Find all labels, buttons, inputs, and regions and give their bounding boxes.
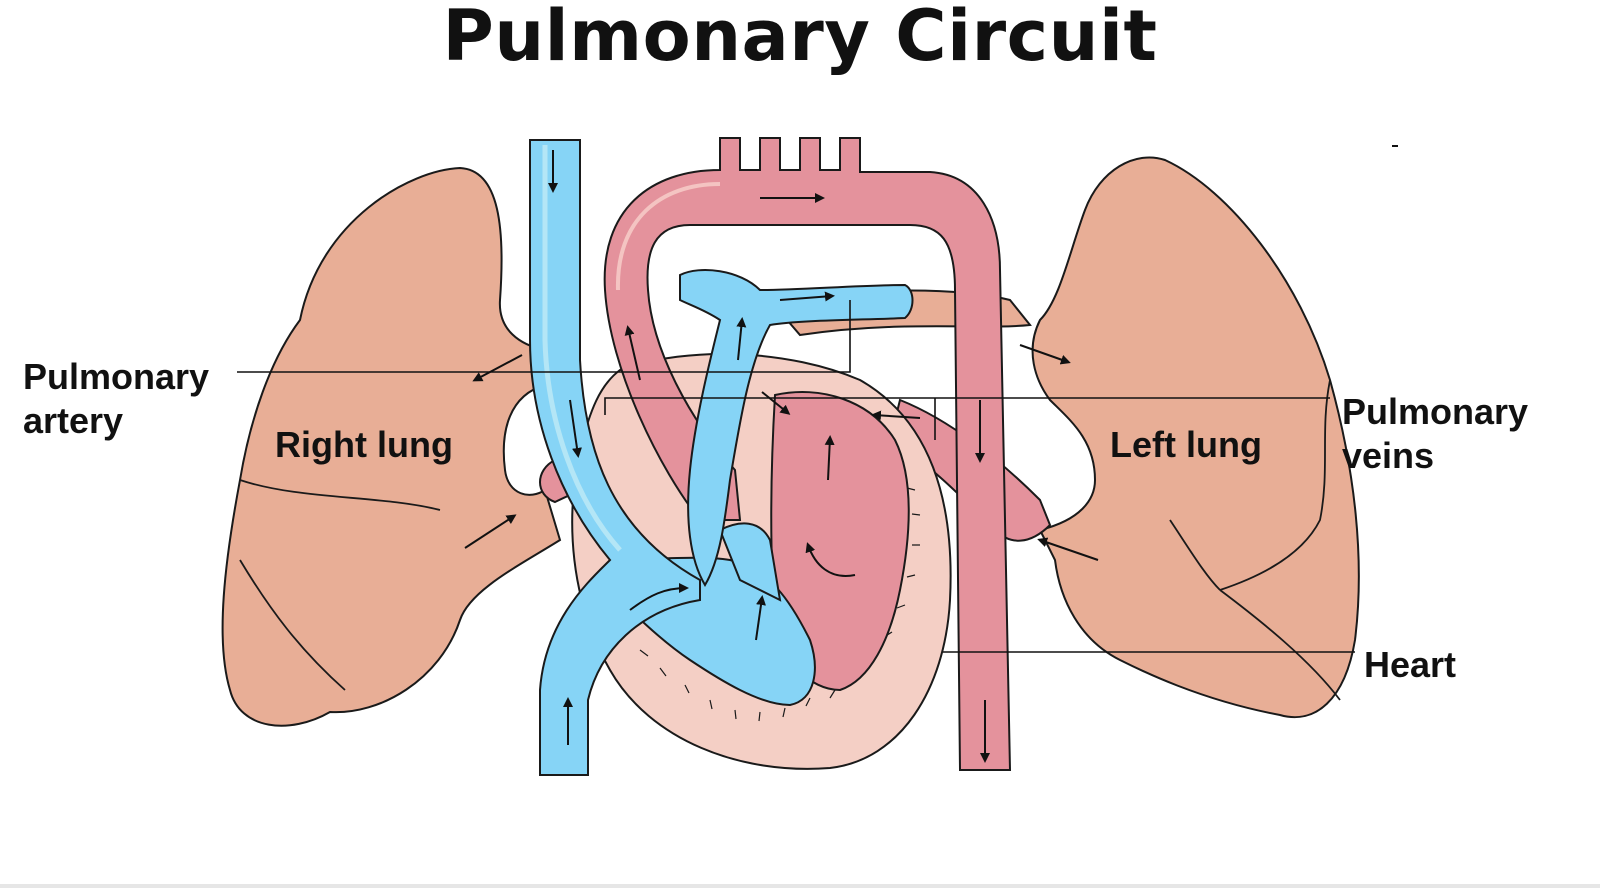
flow-arrow bbox=[629, 583, 689, 611]
pulmonary-veins-label: Pulmonary veins bbox=[1342, 391, 1529, 476]
pulmonary-artery-leader bbox=[237, 300, 851, 373]
right-lung bbox=[221, 166, 562, 727]
left-lung-label: Left lung bbox=[1110, 424, 1262, 465]
right-lung-label: Right lung bbox=[275, 424, 453, 465]
vena-cava bbox=[529, 139, 701, 776]
flow-arrows bbox=[464, 150, 1099, 763]
leader-lines bbox=[237, 300, 1355, 653]
flow-arrow bbox=[472, 354, 523, 382]
flow-arrow bbox=[871, 410, 921, 421]
pulmonary-veins-leader bbox=[604, 397, 1330, 415]
flow-arrow bbox=[761, 391, 791, 415]
flow-arrow bbox=[569, 399, 582, 458]
page-title: Pulmonary Circuit bbox=[442, 0, 1158, 77]
left-lung bbox=[1031, 156, 1360, 719]
pulmonary-artery-label: Pulmonary artery bbox=[23, 356, 210, 441]
heart-label: Heart bbox=[1364, 644, 1457, 685]
bottom-divider bbox=[0, 884, 1600, 888]
flow-arrow bbox=[824, 435, 835, 481]
aorta bbox=[603, 137, 1012, 771]
flow-arrow bbox=[1037, 537, 1099, 561]
flow-arrow bbox=[779, 291, 835, 302]
flow-arrow bbox=[805, 542, 856, 577]
flow-arrow bbox=[736, 317, 747, 361]
flow-arrow bbox=[755, 595, 766, 641]
flow-arrow bbox=[464, 514, 517, 549]
flow-arrow bbox=[1019, 344, 1071, 365]
